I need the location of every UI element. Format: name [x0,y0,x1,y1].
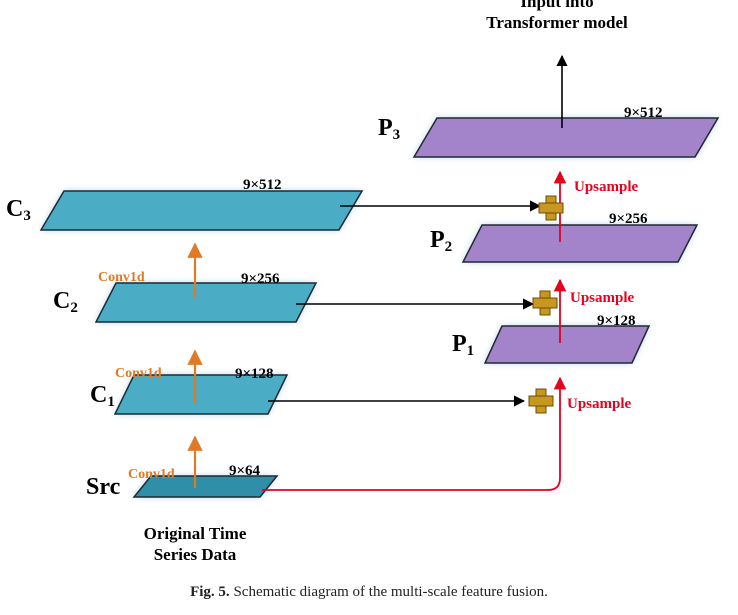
source-label: Original Time Series Data [115,523,275,565]
p1-subscript: 1 [466,343,475,359]
c1-subscript: 1 [107,394,115,410]
upsample-label-p3: Upsample [574,179,639,195]
c3-dim: 9×512 [243,177,282,193]
conv-label-c2: Conv1d [98,270,145,285]
p2-name: P2 [430,227,452,256]
p1-letter: P [452,331,467,357]
p1-dim: 9×128 [597,313,636,329]
p2-dim: 9×256 [609,211,648,227]
p3-dim: 9×512 [624,105,663,121]
src-name: Src [86,474,121,500]
source-label-line-1: Original Time [143,524,247,543]
c3-subscript: 3 [23,208,31,224]
p2-subscript: 2 [444,239,453,255]
c2-subscript: 2 [70,300,78,316]
top-label-line-1: Input into [520,0,594,11]
c2-layer [94,282,318,323]
src-layer [132,475,279,498]
p3-subscript: 3 [392,127,401,143]
p2-layer [461,224,699,263]
p1-layer [483,325,651,364]
conv-label-c1: Conv1d [115,366,162,381]
lateral-arrows [268,54,568,407]
source-label-line-2: Series Data [153,545,237,564]
c1-dim: 9×128 [235,366,274,382]
p1-name: P1 [452,331,474,360]
p3-name: P3 [378,115,400,144]
plus-icon [532,290,558,316]
p3-letter: P [378,115,393,141]
c1-layer [113,374,289,415]
top-label-line-2: Transformer model [486,13,628,32]
p3-layer [412,117,720,158]
figure-caption-text: Schematic diagram of the multi-scale fea… [233,584,548,600]
conv-label-src: Conv1d [128,467,175,482]
c3-layer [39,190,364,231]
upsample-label-p1: Upsample [567,396,632,412]
plus-icon [538,195,564,221]
c1-letter: C [90,382,108,408]
top-label: Input into Transformer model [462,0,652,33]
src-dim: 9×64 [229,463,261,479]
c3-name: C3 [6,196,31,225]
upsample-label-p2: Upsample [570,290,635,306]
c1-name: C1 [90,382,115,411]
figure-caption: Fig. 5. Schematic diagram of the multi-s… [0,584,738,601]
c2-name: C2 [53,288,78,317]
p2-letter: P [430,227,445,253]
c3-letter: C [6,196,24,222]
c2-dim: 9×256 [241,271,280,287]
c2-letter: C [53,288,71,314]
plus-icon [528,388,554,414]
figure-number: Fig. 5. [190,584,230,600]
